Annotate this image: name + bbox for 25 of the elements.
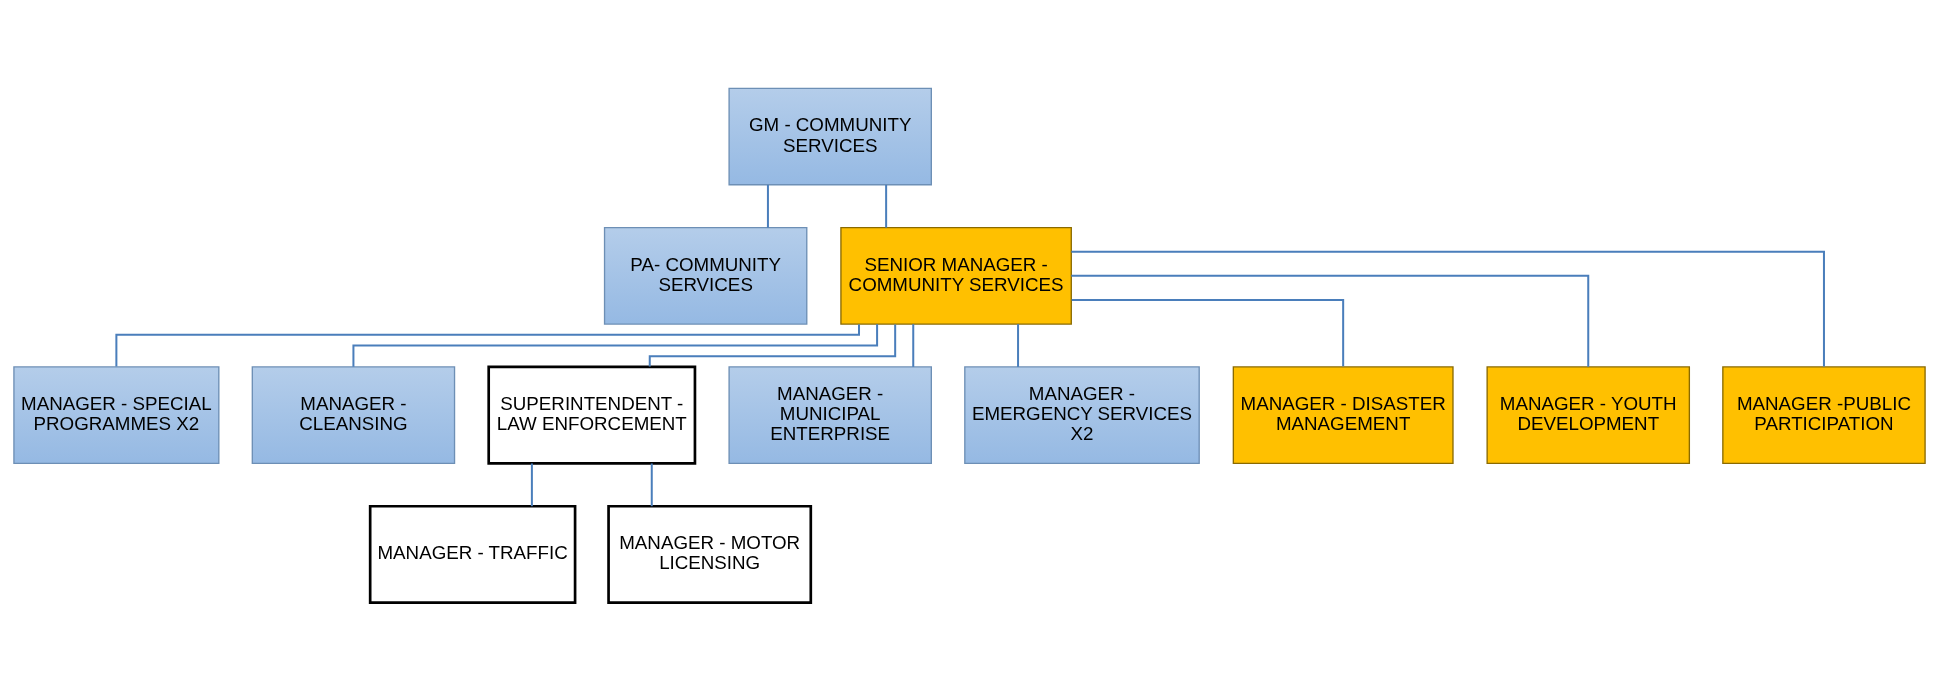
connector [650, 463, 653, 507]
node-box: MANAGER - EMERGENCY SERVICES X2 [964, 366, 1200, 465]
connector [1071, 250, 1825, 367]
connector [1017, 324, 1020, 367]
node-box: PA- COMMUNITY SERVICES [603, 226, 808, 325]
node-box: MANAGER - MUNICIPAL ENTERPRISE [728, 366, 932, 465]
connector [766, 184, 769, 228]
node-box: MANAGER - DISASTER MANAGEMENT [1232, 366, 1454, 465]
connector [885, 184, 888, 228]
connector [1071, 274, 1590, 367]
connector [648, 324, 897, 367]
node-box: MANAGER - MOTOR LICENSING [607, 504, 813, 604]
node-box: SUPERINTENDENT - LAW ENFORCEMENT [487, 365, 697, 465]
connector [352, 324, 879, 367]
connector [530, 463, 533, 507]
node-box: GM - COMMUNITY SERVICES [728, 87, 932, 186]
node-box: MANAGER - YOUTH DEVELOPMENT [1486, 366, 1691, 465]
connector [912, 324, 915, 367]
node-box: MANAGER -PUBLIC PARTICIPATION [1722, 366, 1926, 465]
node-box: MANAGER - CLEANSING [251, 366, 456, 465]
connector [115, 324, 860, 367]
connector [1071, 298, 1345, 367]
node-box: MANAGER - SPECIAL PROGRAMMES X2 [13, 366, 220, 465]
node-box: MANAGER - TRAFFIC [368, 504, 577, 604]
node-box: SENIOR MANAGER - COMMUNITY SERVICES [840, 226, 1072, 325]
